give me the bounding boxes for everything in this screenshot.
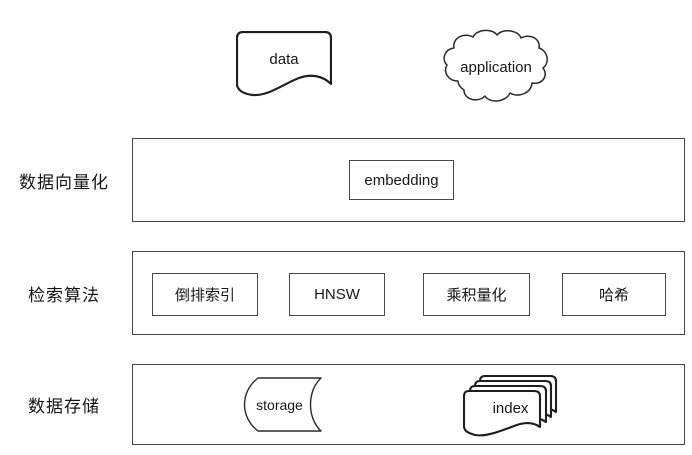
hnsw-box: HNSW: [289, 273, 385, 316]
hash-box: 哈希: [562, 273, 666, 316]
layer-label-storage: 数据存储: [28, 397, 100, 416]
storage-shape-label: storage: [256, 396, 303, 413]
application-cloud-shape: application: [441, 28, 551, 106]
index-shape: index: [463, 375, 558, 439]
layer-label-vectorization: 数据向量化: [19, 172, 109, 192]
index-shape-label: index: [492, 399, 529, 417]
cloud-icon: [443, 29, 548, 102]
data-document-shape: data: [236, 31, 332, 97]
document-icon: [236, 31, 332, 97]
stored-data-icon: [243, 377, 322, 432]
embedding-box: embedding: [349, 160, 454, 200]
layer-band-vectorization: embedding: [132, 138, 685, 222]
product-quantization-box: 乘积量化: [423, 273, 530, 316]
layer-band-retrieval: 倒排索引 HNSW 乘积量化 哈希: [132, 251, 685, 335]
multi-document-icon: [463, 375, 558, 437]
layer-band-storage: storage index: [132, 364, 685, 445]
application-shape-label: application: [460, 58, 532, 76]
data-shape-label: data: [269, 50, 299, 68]
storage-shape: storage: [237, 377, 322, 432]
inverted-index-box: 倒排索引: [152, 273, 258, 316]
layer-label-retrieval: 检索算法: [28, 285, 100, 305]
